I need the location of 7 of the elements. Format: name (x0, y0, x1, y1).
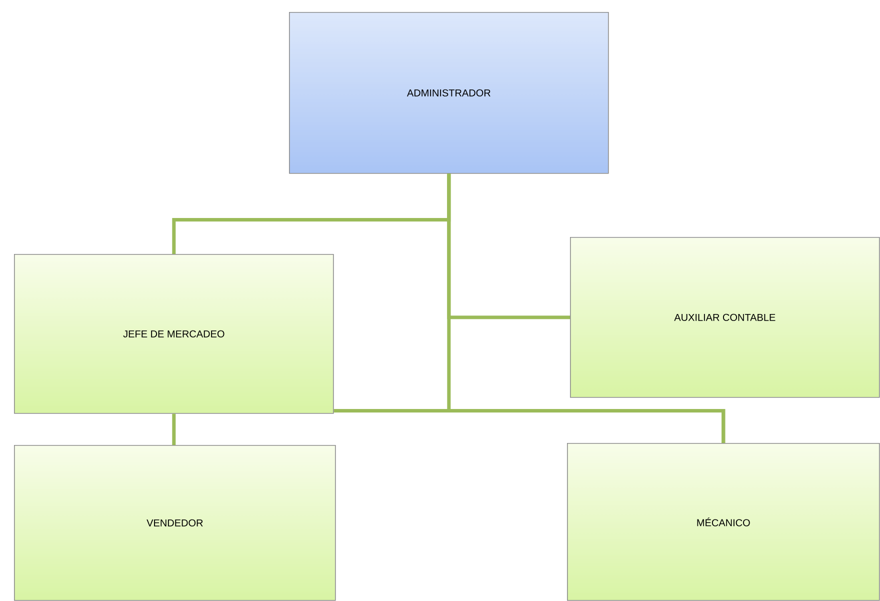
org-box: AUXILIAR CONTABLE (570, 237, 880, 398)
org-box: JEFE DE MERCADEO (14, 254, 334, 414)
org-box: VENDEDOR (14, 445, 336, 601)
connector-line (172, 414, 176, 445)
connector-line (334, 409, 726, 443)
org-box: MÉCANICO (567, 443, 880, 601)
org-box: ADMINISTRADOR (289, 12, 609, 174)
